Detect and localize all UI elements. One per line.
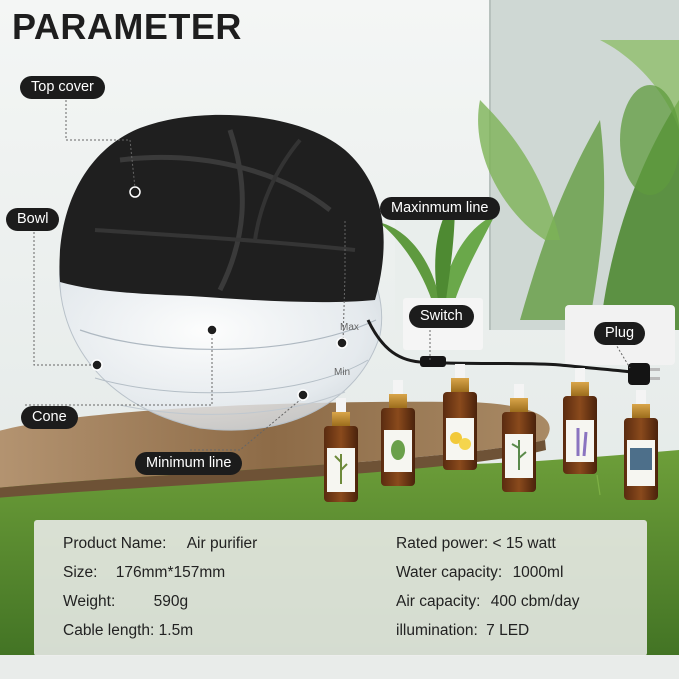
spec-size: Size: 176mm*157mm — [63, 564, 225, 582]
spec-key: illumination: — [396, 622, 478, 639]
oil-bottle-icon — [381, 380, 415, 486]
callout-maximum-line: Maxinmum line — [380, 197, 500, 220]
spec-value: 176mm*157mm — [115, 564, 226, 581]
min-marking: Min — [334, 367, 350, 378]
callout-minimum-line: Minimum line — [135, 452, 243, 475]
spec-key: Rated power: — [396, 535, 489, 552]
callout-plug: Plug — [594, 322, 646, 345]
top-cover — [59, 114, 384, 303]
spec-key: Product Name: — [63, 535, 167, 552]
spec-value: 1000ml — [512, 564, 564, 581]
spec-key: Size: — [63, 564, 98, 581]
spec-value: Air purifier — [186, 535, 258, 552]
bowl — [59, 264, 383, 431]
spec-illumination: illumination: 7 LED — [396, 622, 529, 640]
callout-bowl: Bowl — [6, 208, 60, 231]
spec-panel — [34, 520, 647, 656]
max-marking: Max — [340, 322, 359, 333]
spec-cable-length: Cable length: 1.5m — [63, 622, 193, 640]
spec-value: 1.5m — [158, 622, 194, 639]
spec-key: Cable length: — [63, 622, 155, 639]
spec-value: 590g — [153, 593, 189, 610]
spec-value: 400 cbm/day — [490, 593, 580, 610]
oil-bottle-icon — [624, 390, 658, 500]
callout-top-cover: Top cover — [20, 76, 105, 99]
spec-weight: Weight: 590g — [63, 593, 188, 611]
page-title: PARAMETER — [12, 6, 242, 47]
spec-value: < 15 watt — [492, 535, 556, 552]
callout-switch: Switch — [409, 305, 474, 328]
oil-bottle-icon — [502, 384, 536, 492]
spec-rated-power: Rated power: < 15 watt — [396, 535, 556, 553]
spec-key: Air capacity: — [396, 593, 481, 610]
oil-bottle-icon — [324, 398, 358, 502]
spec-key: Water capacity: — [396, 564, 503, 581]
callout-cone: Cone — [21, 406, 78, 429]
plant-right-icon — [478, 40, 679, 330]
plug-icon — [628, 363, 660, 385]
oil-bottle-icon — [443, 364, 477, 470]
switch-icon — [420, 356, 446, 367]
spec-value: 7 LED — [486, 622, 530, 639]
spec-key: Weight: — [63, 593, 116, 610]
oil-bottle-icon — [563, 368, 597, 474]
spec-product-name: Product Name: Air purifier — [63, 535, 257, 553]
spec-water-capacity: Water capacity: 1000ml — [396, 564, 563, 582]
spec-air-capacity: Air capacity: 400 cbm/day — [396, 593, 579, 611]
